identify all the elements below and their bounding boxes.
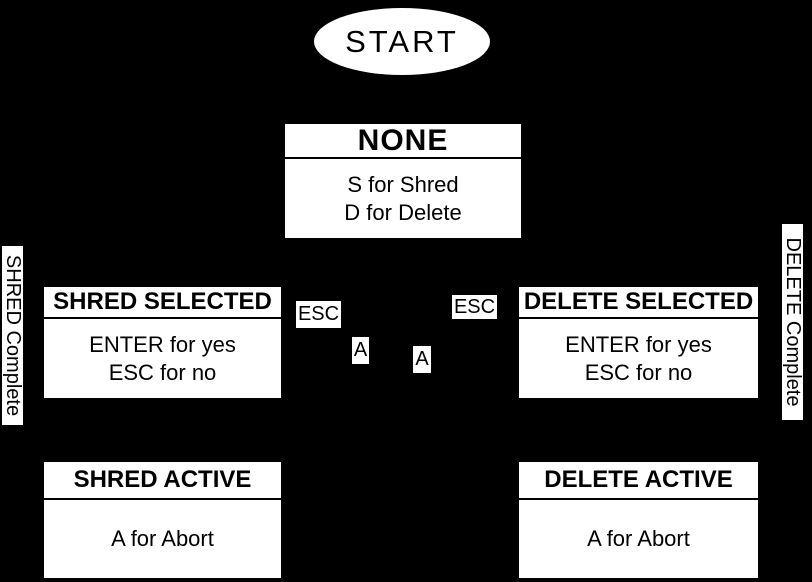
state-line: ENTER for yes bbox=[565, 331, 712, 357]
state-title-shred-selected: SHRED SELECTED bbox=[44, 287, 281, 319]
state-body-delete-active: A for Abort bbox=[519, 500, 758, 578]
state-body-none: S for Shred D for Delete bbox=[285, 159, 521, 238]
edge-label-abort-right: A bbox=[413, 346, 431, 373]
state-line: ESC for no bbox=[584, 359, 693, 385]
side-label-text: SHRED Complete bbox=[2, 254, 24, 417]
state-body-delete-selected: ENTER for yes ESC for no bbox=[519, 319, 758, 398]
state-node-shred-active: SHRED ACTIVE A for Abort bbox=[44, 462, 281, 578]
side-label-delete-complete: DELETE Complete bbox=[782, 224, 804, 420]
start-node: START bbox=[314, 8, 490, 75]
state-title-none: NONE bbox=[285, 124, 521, 159]
state-node-delete-active: DELETE ACTIVE A for Abort bbox=[519, 462, 758, 578]
side-label-text: DELETE Complete bbox=[782, 237, 804, 407]
state-body-shred-selected: ENTER for yes ESC for no bbox=[44, 319, 281, 398]
state-title-shred-active: SHRED ACTIVE bbox=[44, 462, 281, 500]
state-body-shred-active: A for Abort bbox=[44, 500, 281, 578]
state-line: ENTER for yes bbox=[89, 331, 236, 357]
state-node-shred-selected: SHRED SELECTED ENTER for yes ESC for no bbox=[44, 287, 281, 398]
state-line: S for Shred bbox=[347, 171, 459, 197]
state-line: A for Abort bbox=[587, 526, 690, 551]
state-node-none: NONE S for Shred D for Delete bbox=[285, 124, 521, 238]
state-node-delete-selected: DELETE SELECTED ENTER for yes ESC for no bbox=[519, 287, 758, 398]
edge-label-esc-left: ESC bbox=[296, 301, 341, 328]
side-label-shred-complete: SHRED Complete bbox=[2, 246, 24, 425]
state-title-delete-active: DELETE ACTIVE bbox=[519, 462, 758, 500]
edge-label-esc-right: ESC bbox=[452, 295, 497, 319]
edge-label-abort-left: A bbox=[352, 337, 369, 364]
state-line: A for Abort bbox=[111, 526, 214, 551]
state-line: ESC for no bbox=[108, 359, 217, 385]
state-title-delete-selected: DELETE SELECTED bbox=[519, 287, 758, 319]
start-label: START bbox=[345, 23, 459, 59]
state-line: D for Delete bbox=[344, 199, 462, 225]
